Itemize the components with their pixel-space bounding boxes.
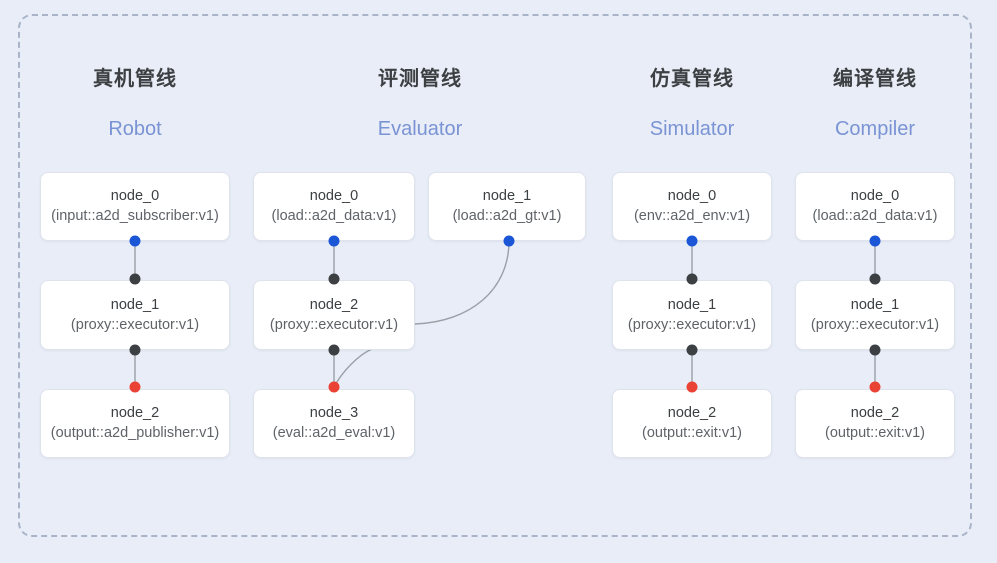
node-compiler-1[interactable]: node_1 (proxy::executor:v1) xyxy=(795,280,955,350)
node-name: node_1 xyxy=(482,188,532,204)
node-type: (eval::a2d_eval:v1) xyxy=(272,425,396,441)
port-output-evaluator-2[interactable] xyxy=(328,344,340,356)
port-output-evaluator-0[interactable] xyxy=(328,235,340,247)
node-compiler-2[interactable]: node_2 (output::exit:v1) xyxy=(795,389,955,458)
port-input-robot-2[interactable] xyxy=(129,381,141,393)
node-type: (output::exit:v1) xyxy=(825,425,925,441)
node-name: node_2 xyxy=(110,405,160,421)
node-name: node_0 xyxy=(667,188,717,204)
node-type: (env::a2d_env:v1) xyxy=(633,208,751,224)
port-output-simulator-0[interactable] xyxy=(686,235,698,247)
node-type: (proxy::executor:v1) xyxy=(627,316,757,333)
node-name: node_2 xyxy=(667,405,717,421)
node-simulator-1[interactable]: node_1 (proxy::executor:v1) xyxy=(612,280,772,350)
port-input-compiler-1[interactable] xyxy=(869,273,881,285)
node-type: (proxy::executor:v1) xyxy=(810,316,940,333)
port-output-compiler-0[interactable] xyxy=(869,235,881,247)
node-type: (output::exit:v1) xyxy=(642,425,742,441)
node-name: node_2 xyxy=(850,405,900,421)
node-robot-0[interactable]: node_0 (input::a2d_subscriber:v1) xyxy=(40,172,230,241)
port-input-evaluator-3[interactable] xyxy=(328,381,340,393)
port-input-compiler-2[interactable] xyxy=(869,381,881,393)
node-name: node_0 xyxy=(309,188,359,204)
node-evaluator-2[interactable]: node_2 (proxy::executor:v1) xyxy=(253,280,415,350)
node-robot-1[interactable]: node_1 (proxy::executor:v1) xyxy=(40,280,230,350)
node-name: node_0 xyxy=(110,188,160,204)
node-evaluator-0[interactable]: node_0 (load::a2d_data:v1) xyxy=(253,172,415,241)
node-evaluator-1[interactable]: node_1 (load::a2d_gt:v1) xyxy=(428,172,586,241)
node-type: (input::a2d_subscriber:v1) xyxy=(51,208,219,224)
node-name: node_2 xyxy=(309,296,359,313)
node-evaluator-3[interactable]: node_3 (eval::a2d_eval:v1) xyxy=(253,389,415,458)
port-input-evaluator-2[interactable] xyxy=(328,273,340,285)
node-robot-2[interactable]: node_2 (output::a2d_publisher:v1) xyxy=(40,389,230,458)
node-simulator-0[interactable]: node_0 (env::a2d_env:v1) xyxy=(612,172,772,241)
port-input-simulator-2[interactable] xyxy=(686,381,698,393)
node-type: (output::a2d_publisher:v1) xyxy=(50,425,220,441)
port-input-robot-1[interactable] xyxy=(129,273,141,285)
port-input-simulator-1[interactable] xyxy=(686,273,698,285)
pipeline-group-frame xyxy=(18,14,972,537)
node-name: node_1 xyxy=(850,296,900,313)
node-simulator-2[interactable]: node_2 (output::exit:v1) xyxy=(612,389,772,458)
port-output-compiler-1[interactable] xyxy=(869,344,881,356)
node-type: (load::a2d_gt:v1) xyxy=(452,208,562,224)
node-type: (proxy::executor:v1) xyxy=(269,316,399,333)
port-output-robot-1[interactable] xyxy=(129,344,141,356)
port-output-evaluator-1[interactable] xyxy=(503,235,515,247)
node-name: node_0 xyxy=(850,188,900,204)
node-name: node_1 xyxy=(110,296,160,313)
node-name: node_3 xyxy=(309,405,359,421)
port-output-robot-0[interactable] xyxy=(129,235,141,247)
node-type: (load::a2d_data:v1) xyxy=(812,208,938,224)
node-type: (load::a2d_data:v1) xyxy=(271,208,397,224)
node-type: (proxy::executor:v1) xyxy=(70,316,200,333)
node-compiler-0[interactable]: node_0 (load::a2d_data:v1) xyxy=(795,172,955,241)
node-name: node_1 xyxy=(667,296,717,313)
port-output-simulator-1[interactable] xyxy=(686,344,698,356)
